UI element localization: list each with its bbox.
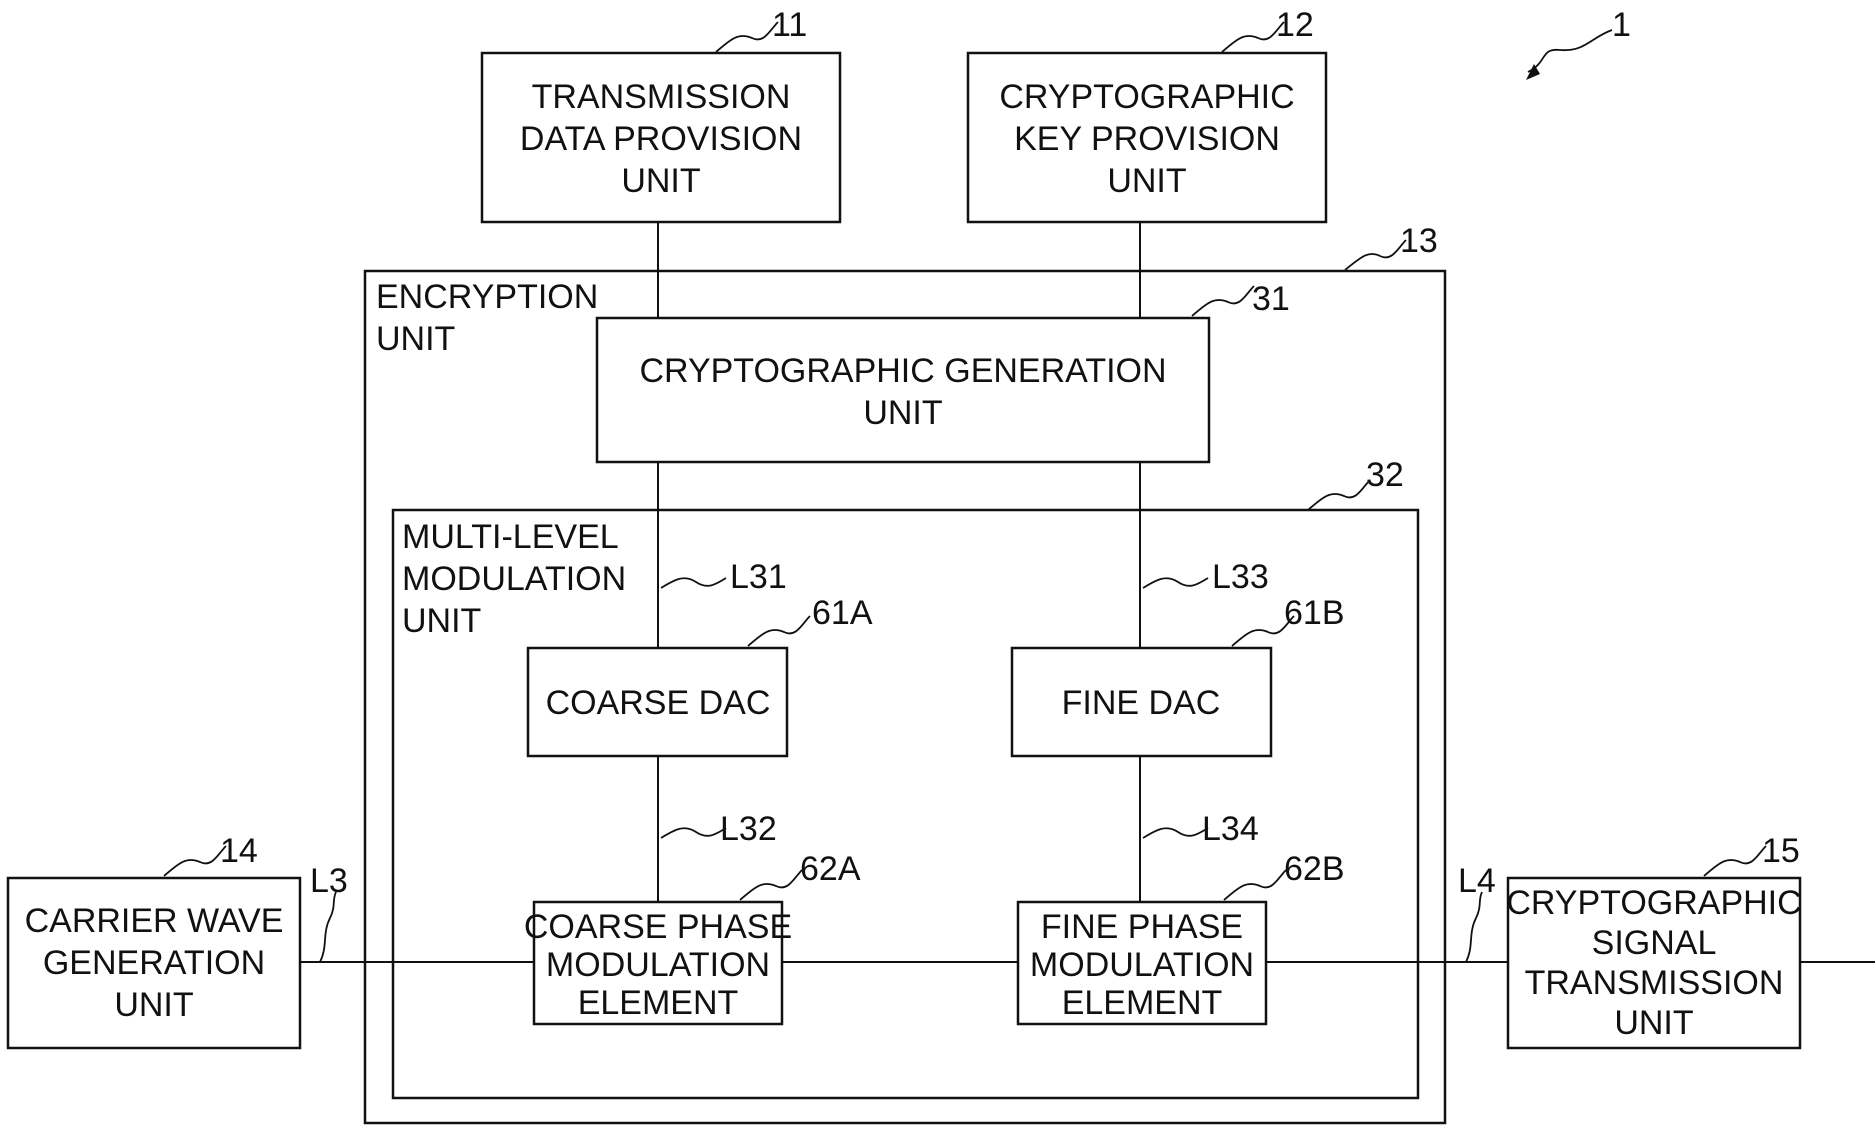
ref-leader-31: [1192, 286, 1254, 316]
coarse-phase-label-line2: MODULATION: [546, 946, 770, 984]
ref-leader-15: [1704, 846, 1766, 876]
ref-32: 32: [1366, 456, 1404, 494]
transmission-data-label-line2: DATA PROVISION: [520, 120, 802, 158]
multi-level-label-line3: UNIT: [402, 602, 481, 640]
ref-62b: 62B: [1284, 850, 1345, 888]
ref-61b: 61B: [1284, 594, 1345, 632]
coarse-dac-label: COARSE DAC: [546, 684, 771, 722]
crypto-generation-label-line2: UNIT: [863, 394, 942, 432]
line-leader-l4: [1466, 892, 1482, 962]
ref-15: 15: [1762, 832, 1800, 870]
line-label-l4: L4: [1458, 862, 1496, 900]
transmission-data-label-line1: TRANSMISSION: [532, 78, 791, 116]
ref-leader-62b: [1224, 870, 1286, 900]
ref-11: 11: [772, 6, 807, 44]
crypto-signal-label-line4: UNIT: [1614, 1004, 1693, 1042]
fine-phase-label-line2: MODULATION: [1030, 946, 1254, 984]
line-label-l33: L33: [1212, 558, 1269, 596]
ref-leader-62a: [740, 870, 802, 900]
line-leader-l33: [1143, 578, 1208, 588]
coarse-phase-label-line1: COARSE PHASE: [524, 908, 792, 946]
encryption-unit-label-line2: UNIT: [376, 320, 455, 358]
multi-level-label-line1: MULTI-LEVEL: [402, 518, 619, 556]
carrier-wave-label-line1: CARRIER WAVE: [25, 902, 284, 940]
line-label-l32: L32: [720, 810, 777, 848]
coarse-phase-label-line3: ELEMENT: [578, 984, 739, 1022]
crypto-key-label-line2: KEY PROVISION: [1014, 120, 1280, 158]
crypto-key-label-line3: UNIT: [1107, 162, 1186, 200]
multi-level-label-line2: MODULATION: [402, 560, 626, 598]
ref-leader-11: [716, 22, 778, 52]
ref-leader-61a: [748, 616, 810, 646]
line-label-l3: L3: [310, 862, 348, 900]
crypto-signal-label-line2: SIGNAL: [1592, 924, 1717, 962]
ref-12: 12: [1276, 6, 1314, 44]
encryption-unit-label-line1: ENCRYPTION: [376, 278, 598, 316]
fine-phase-label-line1: FINE PHASE: [1041, 908, 1243, 946]
carrier-wave-label-line2: GENERATION: [43, 944, 265, 982]
line-label-l34: L34: [1202, 810, 1259, 848]
figure-reference: 1: [1526, 6, 1631, 80]
ref-leader-14: [164, 846, 226, 876]
crypto-key-label-line1: CRYPTOGRAPHIC: [999, 78, 1294, 116]
crypto-generation-label-line1: CRYPTOGRAPHIC GENERATION: [639, 352, 1166, 390]
fine-phase-label-line3: ELEMENT: [1062, 984, 1223, 1022]
crypto-signal-label-line1: CRYPTOGRAPHIC: [1506, 884, 1801, 922]
crypto-signal-label-line3: TRANSMISSION: [1525, 964, 1784, 1002]
ref-61a: 61A: [812, 594, 873, 632]
ref-62a: 62A: [800, 850, 861, 888]
ref-14: 14: [220, 832, 258, 870]
line-leader-l32: [661, 828, 726, 838]
cryptographic-generation-unit-box: [597, 318, 1209, 462]
ref-leader-12: [1222, 22, 1284, 52]
line-label-l31: L31: [730, 558, 787, 596]
figure-reference-arrow: [1528, 30, 1612, 72]
line-leader-l34: [1143, 828, 1208, 838]
fine-dac-label: FINE DAC: [1062, 684, 1221, 722]
transmission-data-label-line3: UNIT: [621, 162, 700, 200]
figure-number: 1: [1612, 6, 1631, 44]
ref-leader-32: [1308, 480, 1370, 510]
line-leader-l31: [661, 578, 726, 588]
carrier-wave-label-line3: UNIT: [114, 986, 193, 1024]
ref-31: 31: [1252, 280, 1290, 318]
line-leader-l3: [320, 892, 336, 962]
ref-13: 13: [1400, 222, 1438, 260]
ref-leader-13: [1345, 240, 1406, 270]
